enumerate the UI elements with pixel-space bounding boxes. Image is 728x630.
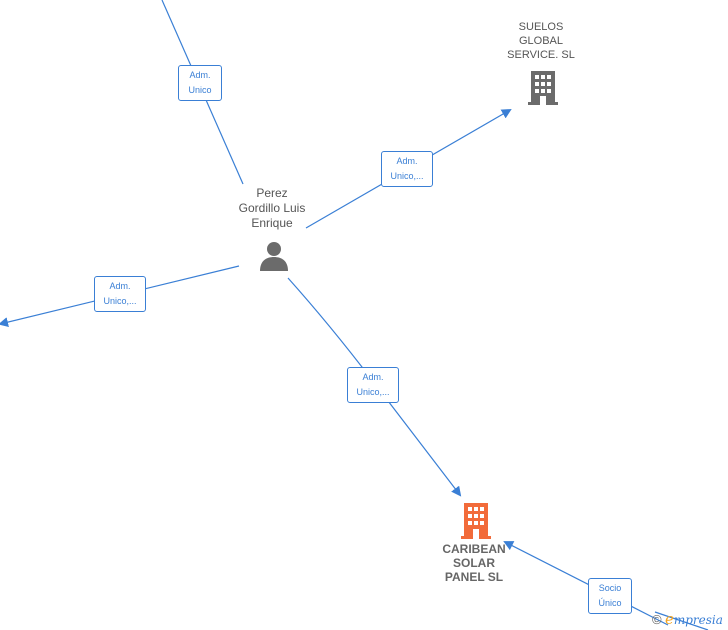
suelos-company-label[interactable]: SUELOS GLOBAL SERVICE. SL — [507, 21, 575, 61]
copyright-symbol: © — [652, 612, 662, 627]
person-name-label[interactable]: Perez Gordillo Luis Enrique — [238, 186, 306, 230]
edge-label-caribean[interactable]: Adm. Unico,... — [347, 367, 399, 403]
edge-line-socio-tail — [654, 611, 709, 630]
edge-label-socio[interactable]: Socio Único — [588, 578, 632, 614]
brand-initial: e — [664, 610, 674, 628]
caribean-company-label[interactable]: CARIBEAN SOLAR PANEL SL — [442, 542, 506, 584]
edge-line-socio — [503, 541, 669, 626]
empresia-watermark: © empresia — [652, 610, 723, 628]
edge-label-suelos[interactable]: Adm. Unico,... — [381, 151, 433, 187]
brand-rest: mpresia — [673, 613, 723, 627]
building-icon-suelos[interactable] — [528, 71, 558, 105]
building-icon-caribean[interactable] — [461, 503, 491, 539]
person-icon[interactable] — [258, 241, 290, 271]
edge-label-left[interactable]: Adm. Unico,... — [94, 276, 146, 312]
edge-label-top[interactable]: Adm. Unico — [178, 65, 222, 101]
